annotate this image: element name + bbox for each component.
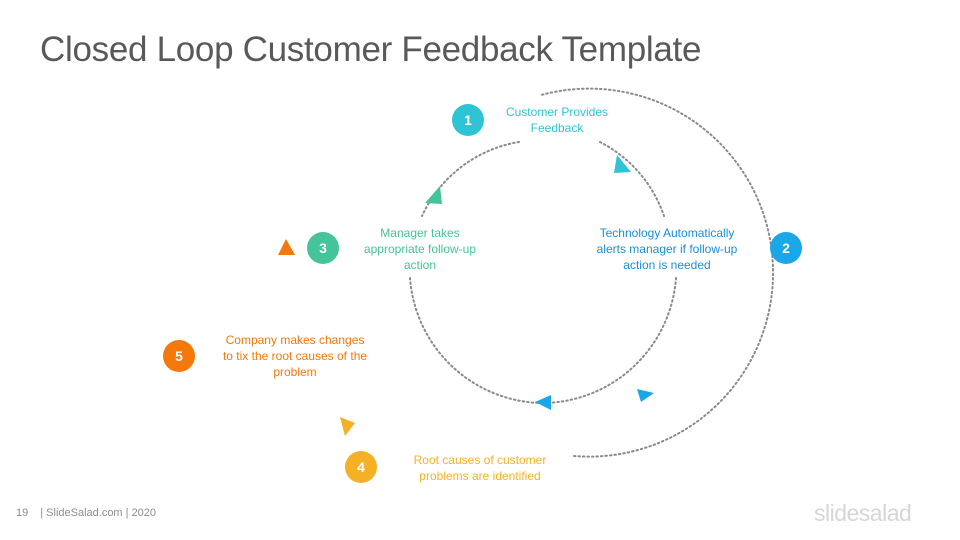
step-5-badge: 5 xyxy=(163,340,195,372)
arc-step2-to-inner xyxy=(544,277,677,404)
step-1-badge: 1 xyxy=(452,104,484,136)
arrow-yellow-icon xyxy=(340,417,355,436)
page-number: 19 xyxy=(16,507,29,519)
step-4-badge: 4 xyxy=(345,451,377,483)
inner-arc-top xyxy=(421,141,520,217)
step-2-text: Technology Automatically alerts manager … xyxy=(596,226,738,272)
step-5-text: Company makes changes to tix the root ca… xyxy=(222,333,368,379)
footer-credit: | SlideSalad.com | 2020 xyxy=(40,507,157,519)
arrow-blue-down-icon xyxy=(637,389,654,402)
step-1-text: Customer Provides Feedback xyxy=(505,105,609,135)
inner-arc-bottom xyxy=(409,277,541,404)
step-3-text: Manager takes appropriate follow-up acti… xyxy=(363,226,477,272)
arc-step1-to-step2 xyxy=(599,141,665,217)
arrow-blue-left-icon xyxy=(535,395,551,410)
arrow-orange-icon xyxy=(278,239,295,255)
step-3-badge: 3 xyxy=(307,232,339,264)
slide-footer: 19 | SlideSalad.com | 2020 xyxy=(16,507,156,519)
slide-title: Closed Loop Customer Feedback Template xyxy=(40,30,702,69)
arrow-green-icon xyxy=(425,186,442,204)
step-2-badge: 2 xyxy=(770,232,802,264)
step-4-text: Root causes of customer problems are ide… xyxy=(413,453,547,483)
arrow-cyan-icon xyxy=(614,155,631,173)
brand-logo: slidesalad xyxy=(814,500,912,526)
